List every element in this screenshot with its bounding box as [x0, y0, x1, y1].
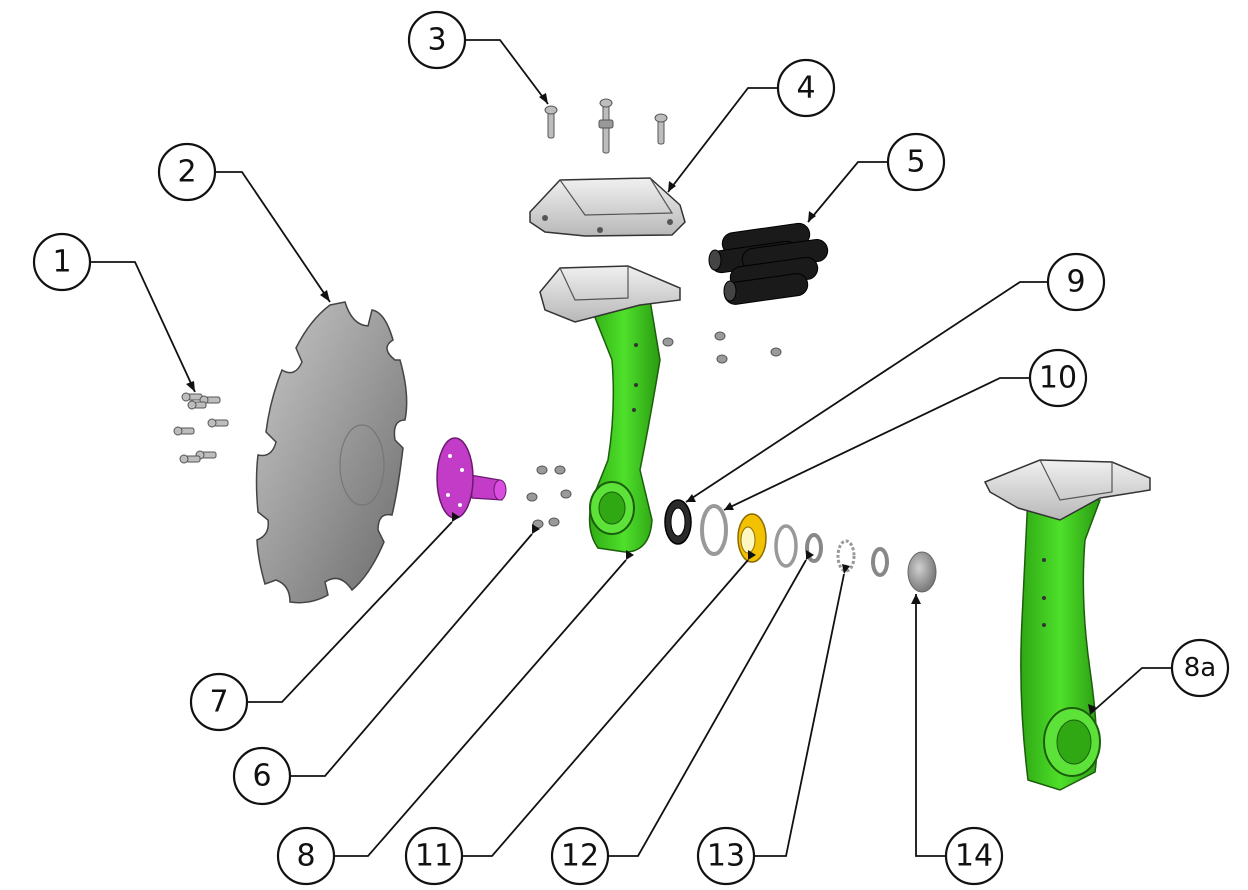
callout-5: 5	[886, 132, 946, 192]
part-3-bolts	[544, 98, 668, 154]
svg-text:12: 12	[561, 839, 599, 874]
callout-11: 11	[404, 826, 464, 886]
part-12-washer	[774, 524, 823, 568]
part-2-notched-disc	[255, 301, 408, 604]
leader-14	[915, 594, 946, 857]
svg-text:14: 14	[955, 839, 993, 874]
callout-12: 12	[550, 826, 610, 886]
leader-arrowheads	[186, 93, 1096, 714]
svg-text:6: 6	[252, 759, 271, 794]
leader-10	[723, 377, 1030, 511]
leader-6	[290, 533, 533, 777]
callout-8a: 8a	[1170, 638, 1230, 698]
svg-text:8: 8	[296, 839, 315, 874]
svg-text:11: 11	[415, 839, 453, 874]
callout-3: 3	[407, 10, 467, 70]
leader-4	[667, 87, 778, 193]
svg-text:1: 1	[52, 245, 71, 280]
leader-3	[465, 39, 549, 105]
leader-2	[215, 171, 331, 303]
bracket-nuts	[662, 331, 782, 364]
part-8a-arm	[983, 459, 1151, 791]
svg-text:5: 5	[906, 145, 925, 180]
callout-13: 13	[696, 826, 756, 886]
leader-5	[807, 161, 888, 223]
part-6-nuts	[526, 465, 572, 529]
part-5-rubber-tubes	[708, 222, 829, 305]
part-9-seal	[664, 499, 692, 545]
callout-8: 8	[276, 826, 336, 886]
leader-11	[462, 559, 749, 857]
leader-7	[247, 521, 453, 703]
leader-9	[685, 281, 1048, 503]
callout-6: 6	[232, 746, 292, 806]
leader-8a	[1089, 667, 1172, 715]
svg-text:3: 3	[427, 23, 446, 58]
leader-lines	[90, 39, 1172, 857]
part-7-hub	[436, 437, 507, 519]
part-13-lock-washer	[836, 539, 889, 577]
part-14-cap	[907, 551, 937, 593]
svg-text:13: 13	[707, 839, 745, 874]
leader-8	[334, 559, 627, 857]
callout-1: 1	[32, 232, 92, 292]
callout-10: 10	[1028, 348, 1088, 408]
callout-9: 9	[1046, 252, 1106, 312]
callout-4: 4	[776, 58, 836, 118]
leader-13	[754, 573, 845, 857]
svg-text:7: 7	[209, 685, 228, 720]
part-11-bushing	[737, 513, 767, 563]
callout-14: 14	[944, 826, 1004, 886]
callout-2: 2	[157, 142, 217, 202]
leader-12	[608, 559, 807, 857]
part-10-washer	[700, 504, 728, 556]
part-4-top-plate	[529, 177, 686, 237]
svg-text:9: 9	[1066, 265, 1085, 300]
part-8-arm	[539, 265, 681, 553]
leader-1	[90, 261, 196, 393]
svg-text:10: 10	[1039, 361, 1077, 396]
part-1-bolts	[173, 392, 229, 464]
svg-text:2: 2	[177, 155, 196, 190]
svg-text:8a: 8a	[1184, 653, 1216, 683]
callout-7: 7	[189, 672, 249, 732]
svg-text:4: 4	[796, 71, 815, 106]
